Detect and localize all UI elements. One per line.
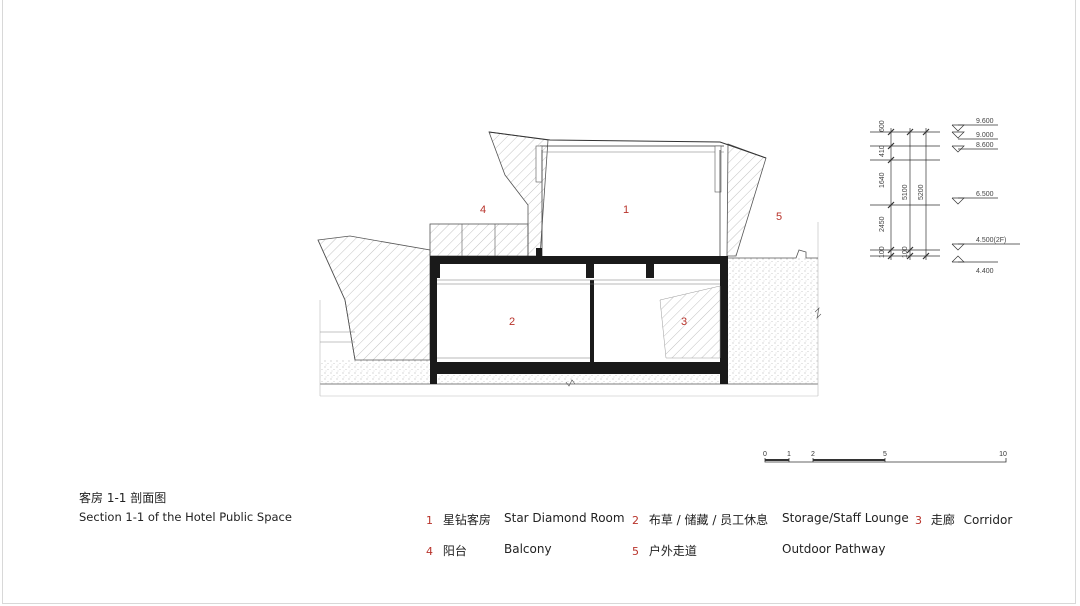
dim-label: 410	[879, 145, 886, 157]
scale-label: 1	[787, 451, 791, 458]
scale-label: 10	[999, 451, 1007, 458]
scale-label: 2	[811, 451, 815, 458]
level-label: 9.000	[976, 132, 994, 139]
legend-en-2: Storage/Staff Lounge	[782, 511, 909, 525]
legend-item-1: 1 星钻客房	[426, 511, 491, 528]
legend-zh: 星钻客房	[442, 513, 491, 527]
room-tag: 4	[480, 204, 486, 216]
soil-fill	[319, 222, 822, 397]
upper-roof	[488, 131, 767, 257]
level-label: 4.500(2F)	[976, 237, 1006, 244]
scale-label: 0	[763, 451, 767, 458]
dim-label: 2450	[879, 216, 886, 232]
balcony-glass	[429, 223, 529, 257]
legend-item-5: 5 户外走道	[632, 542, 697, 559]
dimension-labels: 600 410 1640 2450 100 100 5100 5200 9.60…	[879, 118, 1006, 275]
drawing-title-zh: 客房 1-1 剖面图	[79, 491, 167, 505]
dimension-chain	[870, 124, 1020, 263]
drawing-title-en: Section 1-1 of the Hotel Public Space	[79, 510, 292, 524]
legend-num: 2	[632, 514, 639, 527]
dim-label: 1640	[879, 172, 886, 188]
scale-label: 5	[883, 451, 887, 458]
level-label: 4.400	[976, 268, 994, 275]
legend-item-3: 3 走廊 Corridor	[915, 511, 1012, 528]
dim-label: 5200	[918, 184, 925, 200]
legend-zh: 阳台	[442, 544, 467, 558]
dim-label: 5100	[902, 184, 909, 200]
left-roof-wing	[317, 235, 431, 361]
legend-en-1: Star Diamond Room	[504, 511, 625, 525]
dim-label: 100	[879, 246, 886, 258]
legend-item-4: 4 阳台	[426, 542, 467, 559]
structure	[430, 248, 728, 384]
room-tag: 1	[623, 204, 629, 216]
room-tag: 2	[509, 316, 515, 328]
room-tag: 5	[776, 211, 782, 223]
room-tag: 3	[681, 316, 687, 328]
legend-num: 3	[915, 514, 922, 527]
interior-lines	[437, 279, 721, 359]
level-label: 9.600	[976, 118, 994, 125]
legend-zh: 户外走道	[648, 544, 697, 558]
legend-zh: 走廊	[930, 513, 955, 527]
legend-num: 4	[426, 545, 433, 558]
legend-item-2: 2 布草 / 储藏 / 员工休息	[632, 511, 768, 528]
dim-label: 100	[902, 246, 909, 258]
legend-num: 5	[632, 545, 639, 558]
legend-zh: 布草 / 储藏 / 员工休息	[648, 513, 769, 527]
scale-bar: 0 1 2 5 10	[763, 451, 1007, 463]
legend-en: Corridor	[963, 513, 1013, 527]
room-tags: 1 2 3 4 5	[480, 204, 782, 328]
level-label: 6.500	[976, 191, 994, 198]
dim-label: 600	[879, 120, 886, 132]
legend-en-5: Outdoor Pathway	[782, 542, 886, 556]
legend-num: 1	[426, 514, 433, 527]
level-label: 8.600	[976, 142, 994, 149]
legend-en-4: Balcony	[504, 542, 552, 556]
